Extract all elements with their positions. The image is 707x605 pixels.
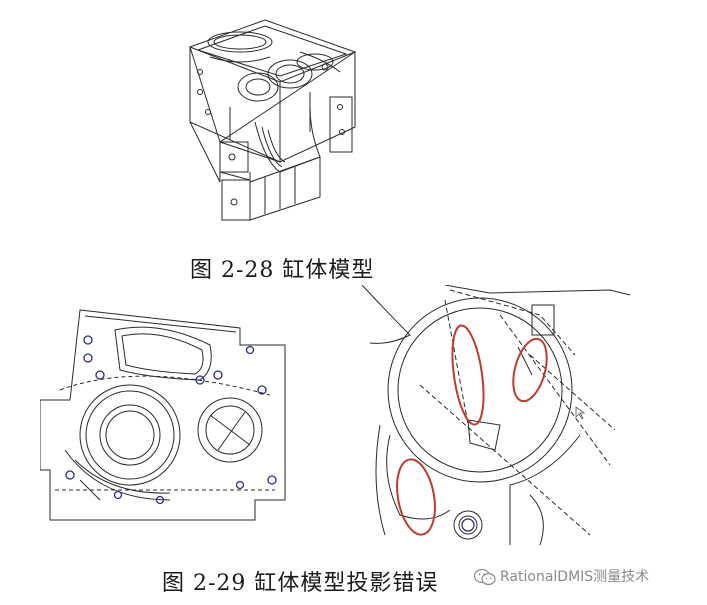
wechat-icon — [474, 568, 496, 586]
error-highlight-3 — [396, 458, 436, 536]
error-highlight-2 — [512, 337, 548, 403]
cylinder-block-isometric-figure — [170, 12, 380, 237]
error-highlight-1 — [451, 324, 485, 426]
watermark: RationalDMIS测量技术 — [474, 566, 649, 586]
figure-2-28-caption: 图 2-28 缸体模型 — [190, 258, 375, 283]
projection-drawing — [40, 309, 286, 521]
error-detail-drawing — [361, 285, 630, 546]
cylinder-block-projection-figure — [40, 300, 290, 530]
isometric-model-drawing — [188, 19, 357, 221]
figure-2-29-caption: 图 2-29 缸体模型投影错误 — [162, 571, 439, 596]
watermark-text: RationalDMIS测量技术 — [500, 569, 650, 585]
cursor-icon — [575, 406, 586, 420]
projection-error-detail-figure — [350, 285, 630, 550]
